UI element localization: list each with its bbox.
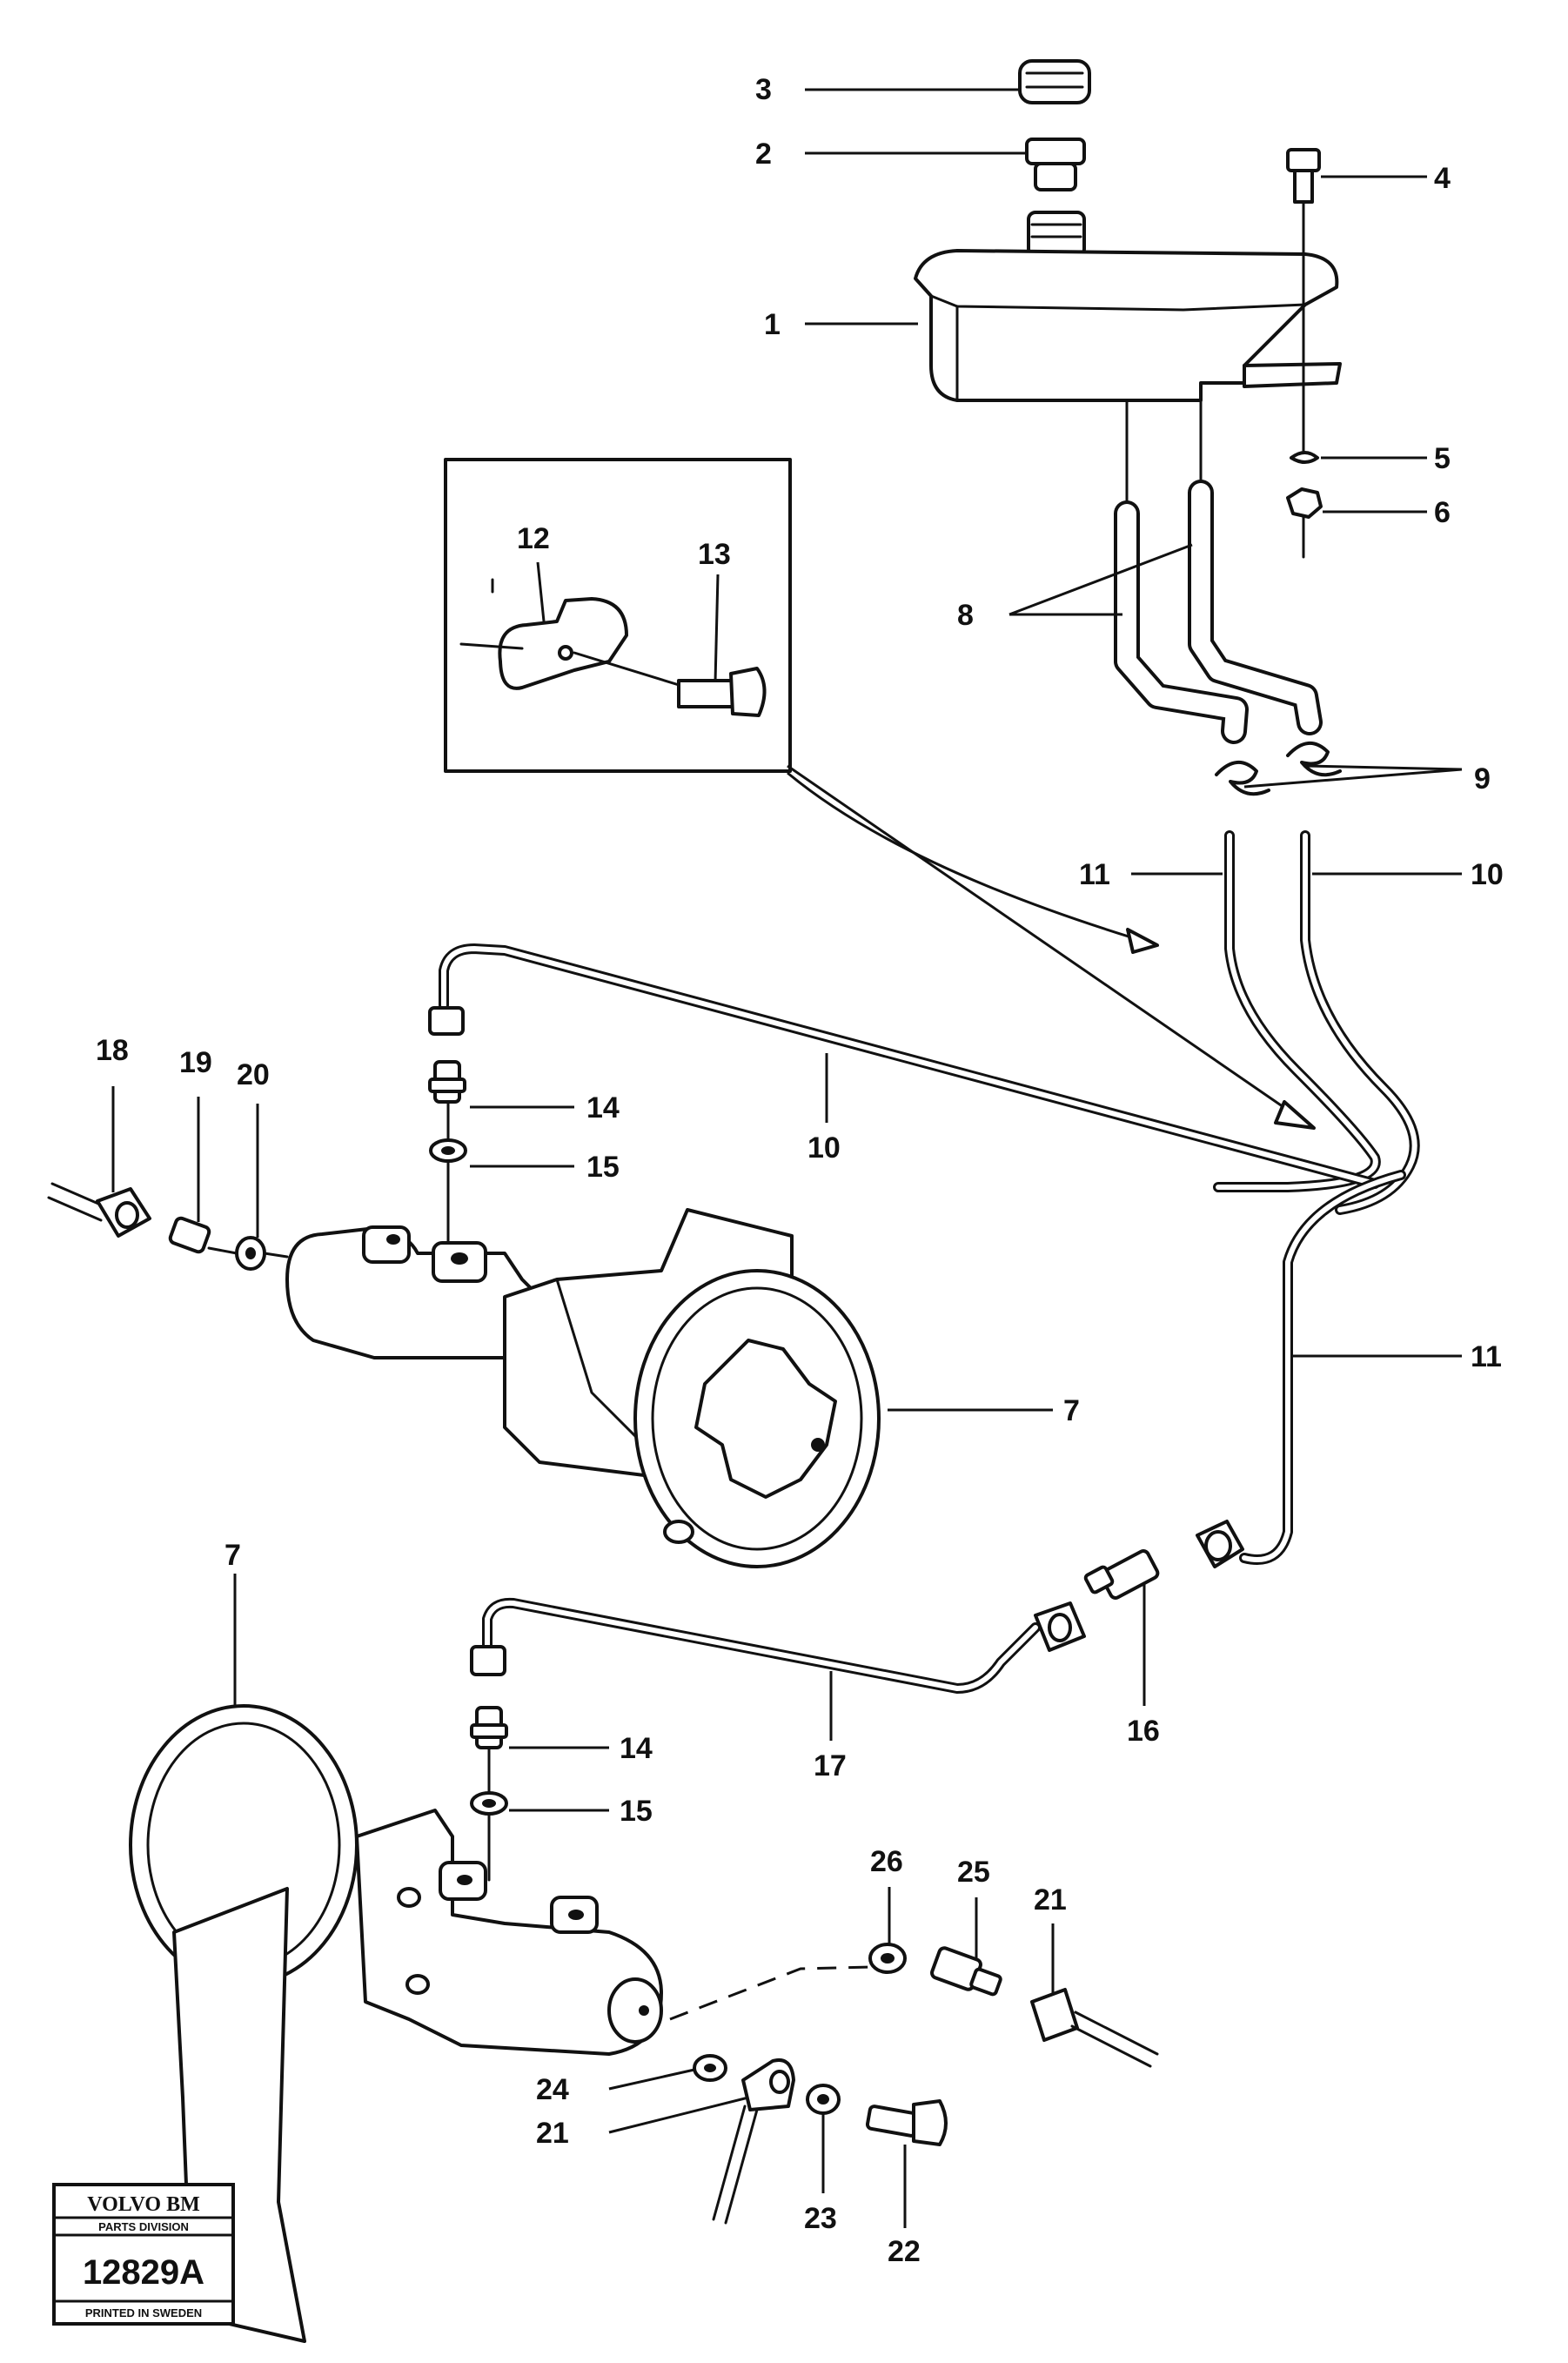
filler-neck (1027, 211, 1086, 258)
master-cylinder-upper (285, 1225, 541, 1359)
callout-24: 24 (536, 2073, 569, 2106)
banjo-bolt-22-shank (865, 2105, 921, 2138)
pipe-nut-bottom (470, 1645, 506, 1676)
stamp-footer: PRINTED IN SWEDEN (85, 2306, 202, 2319)
banjo-bolt-22-head (912, 2099, 948, 2146)
rubber-hoses (1114, 399, 1323, 744)
callout-26: 26 (870, 1845, 903, 1878)
callout-15-top: 15 (586, 1151, 620, 1184)
stamp-code: 12829A (83, 2253, 204, 2292)
reservoir-tank (914, 249, 1339, 402)
callout-9: 9 (1474, 762, 1491, 795)
hose-clip-left (1215, 761, 1270, 796)
callout-23: 23 (804, 2202, 837, 2235)
callout-10-right: 10 (1471, 858, 1504, 891)
inset-detail (444, 458, 792, 773)
callout-1: 1 (764, 308, 781, 341)
stamp-division: PARTS DIVISION (98, 2220, 189, 2233)
filler-cap (1018, 59, 1091, 104)
callout-4: 4 (1434, 162, 1451, 195)
callout-10-mid: 10 (807, 1131, 841, 1165)
callout-19: 19 (179, 1046, 212, 1079)
brake-servo-upper (47, 1182, 881, 1568)
callout-3: 3 (755, 73, 772, 106)
reservoir-assembly (914, 59, 1342, 402)
callout-11-right: 11 (1471, 1340, 1502, 1373)
parts-division-stamp: VOLVO BM PARTS DIVISION 12829A PRINTED I… (52, 2183, 235, 2326)
callout-20: 20 (237, 1058, 270, 1091)
callout-13: 13 (698, 538, 731, 571)
pipe-fittings (428, 1006, 1244, 1882)
strainer (1025, 138, 1086, 165)
callout-12: 12 (517, 522, 550, 555)
callout-7-lower: 7 (224, 1539, 241, 1572)
callout-leaders (111, 88, 1463, 2228)
callout-7-upper: 7 (1063, 1394, 1080, 1427)
stamp-brand: VOLVO BM (87, 2193, 200, 2216)
callout-16: 16 (1127, 1715, 1160, 1748)
banjo-nut-21-top (1030, 1988, 1079, 2042)
hex-nut (1286, 487, 1323, 519)
clip-washer (1290, 451, 1319, 464)
callout-18: 18 (96, 1034, 129, 1067)
brake-pipes (439, 830, 1420, 1694)
callout-21-top: 21 (1034, 1883, 1067, 1917)
callout-8: 8 (957, 599, 974, 632)
callout-14-bottom: 14 (620, 1732, 653, 1765)
clamp-screw-shank (677, 679, 736, 708)
callout-6: 6 (1434, 496, 1451, 529)
bolt-shank (1293, 169, 1314, 204)
callout-15-bottom: 15 (620, 1795, 653, 1828)
pipe-11 (1239, 1170, 1406, 1565)
brake-servo-lower (129, 1704, 663, 2343)
callout-11-top: 11 (1079, 858, 1110, 891)
hose-clip-right (1286, 742, 1342, 777)
callout-22: 22 (888, 2235, 921, 2268)
mounting-hardware (1286, 148, 1323, 559)
callout-21-bottom: 21 (536, 2117, 569, 2150)
callout-labels: 3 2 1 4 5 6 8 9 11 10 12 13 18 19 20 14 … (96, 73, 1504, 2268)
pipe-clamp (498, 597, 628, 690)
pipe-nut-top (428, 1006, 465, 1036)
banjo-assembly-lower (669, 1943, 1159, 2225)
callout-2: 2 (755, 138, 772, 171)
inset-pointer-arrows (787, 764, 1316, 1130)
strainer-mesh (1034, 162, 1077, 191)
callout-5: 5 (1434, 442, 1451, 475)
adapter-19 (168, 1216, 211, 1254)
bolt-head (1286, 148, 1321, 172)
servo-cover-star-upper (694, 1339, 837, 1499)
master-cylinder-lower (355, 1809, 663, 2056)
clamp-screw-head (729, 667, 767, 717)
reservoir-bracket (1243, 362, 1342, 388)
callout-17: 17 (814, 1749, 847, 1782)
callout-14-top: 14 (586, 1091, 620, 1124)
callout-25: 25 (957, 1856, 990, 1889)
